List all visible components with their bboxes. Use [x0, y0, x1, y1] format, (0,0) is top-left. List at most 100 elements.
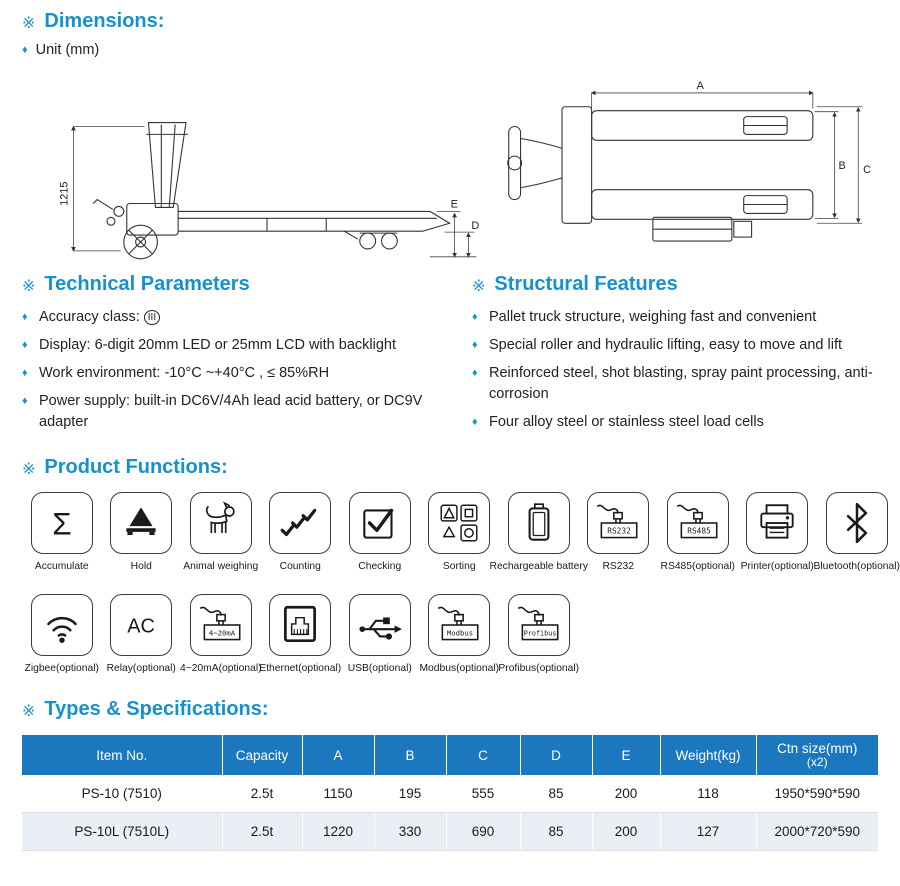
dim-d-label: D: [471, 220, 479, 232]
structural-feature-item: ♦ Special roller and hydraulic lifting, …: [472, 335, 892, 356]
column-header-ctn-size: Ctn size(mm) (x2): [756, 735, 878, 776]
checkbox-icon: [348, 492, 411, 555]
diamond-bullet-icon: ♦: [472, 311, 478, 323]
reference-mark-icon: ※: [22, 277, 36, 295]
technical-parameters-title: ※ Technical Parameters: [22, 273, 472, 296]
function-animal-weighing: Animal weighing: [181, 492, 261, 572]
structural-feature-text: Special roller and hydraulic lifting, ea…: [489, 337, 843, 354]
types-specifications-section: ※ Types & Specifications:: [0, 698, 900, 721]
spec-cell: PS-10L (7510L): [22, 812, 223, 852]
rs485-icon: RS485: [666, 492, 729, 555]
function-label: Checking: [358, 561, 402, 573]
dim-c-label: C: [863, 164, 871, 176]
spec-cell: 690: [446, 812, 521, 852]
hold-icon: [110, 492, 173, 555]
function-label: Counting: [279, 561, 321, 573]
function-label: Zigbee(optional): [24, 663, 99, 675]
table-row: PS-10 (7510) 2.5t 1150 195 555 85 200 11…: [22, 775, 878, 814]
dimensions-title-text: Dimensions:: [44, 10, 165, 32]
spec-cell: 200: [592, 812, 661, 852]
function-printer: Printer(optional): [738, 492, 818, 572]
function-label: RS232: [602, 561, 634, 573]
battery-icon: [507, 492, 570, 555]
column-header-item-no: Item No.: [22, 735, 223, 776]
function-label: Hold: [130, 561, 152, 573]
function-current-loop: 4~20mA 4~20mA(optional): [180, 594, 262, 674]
diamond-bullet-icon: ♦: [472, 367, 478, 380]
function-label: USB(optional): [347, 663, 412, 675]
ac-glyph: AC: [127, 615, 155, 637]
function-usb: USB(optional): [340, 594, 420, 674]
function-label: Accumulate: [34, 561, 89, 573]
diamond-bullet-icon: ♦: [22, 395, 28, 408]
reference-mark-icon: ※: [22, 14, 36, 32]
function-label: Animal weighing: [183, 561, 259, 573]
structural-feature-text: Pallet truck structure, weighing fast an…: [489, 309, 817, 325]
function-label: Rechargeable battery: [489, 561, 588, 573]
wifi-icon: [30, 594, 93, 657]
spec-cell: 2.5t: [222, 775, 303, 814]
structural-features-title: ※ Structural Features: [472, 273, 892, 296]
function-zigbee: Zigbee(optional): [22, 594, 102, 674]
pallet-truck-top-view-drawing: A B C: [507, 80, 871, 242]
function-relay: AC Relay(optional): [102, 594, 182, 674]
function-hold: Hold: [102, 492, 182, 572]
unit-note-text: Unit (mm): [35, 42, 100, 58]
sigma-icon: Σ: [30, 492, 93, 555]
ctn-size-line1: Ctn size(mm): [777, 741, 858, 757]
function-checking: Checking: [340, 492, 420, 572]
tech-param-text: Power supply: built-in DC6V/4Ah lead aci…: [39, 393, 423, 431]
rs232-box-label: RS232: [608, 526, 632, 535]
tech-param-text: Work environment: -10°C ~+40°C , ≤ 85%RH: [39, 365, 330, 382]
printer-icon: [746, 492, 809, 555]
function-label: Profibus(optional): [498, 663, 580, 675]
function-rs485: RS485 RS485(optional): [658, 492, 738, 572]
side-view-height-dim-label: 1215: [59, 182, 71, 206]
function-sorting: Sorting: [420, 492, 500, 572]
spec-cell: PS-10 (7510): [22, 775, 223, 814]
structural-feature-text: Reinforced steel, shot blasting, spray p…: [489, 365, 873, 403]
function-label: Relay(optional): [106, 663, 176, 675]
function-label: Sorting: [442, 561, 476, 573]
technical-parameters-section: ※ Technical Parameters ♦ Accuracy class:…: [22, 273, 472, 440]
structural-feature-text: Four alloy steel or stainless steel load…: [489, 414, 764, 431]
ethernet-icon: [269, 594, 332, 657]
two-column-specs: ※ Technical Parameters ♦ Accuracy class:…: [0, 273, 900, 440]
product-functions-title: ※ Product Functions:: [22, 456, 900, 479]
tech-param-item: ♦ Power supply: built-in DC6V/4Ah lead a…: [22, 391, 472, 433]
types-specifications-title: ※ Types & Specifications:: [22, 698, 900, 721]
unit-note: ♦ Unit (mm): [22, 42, 900, 58]
column-header-a: A: [302, 735, 375, 776]
dim-b-label: B: [839, 160, 846, 172]
rs232-icon: RS232: [587, 492, 650, 555]
reference-mark-icon: ※: [472, 277, 486, 295]
tech-param-text: Display: 6-digit 20mm LED or 25mm LCD wi…: [39, 337, 396, 354]
tech-param-item: ♦ Accuracy class: III: [22, 307, 472, 328]
diamond-bullet-icon: ♦: [22, 339, 28, 352]
specifications-table: Item No. Capacity A B C D E Weight(kg) C…: [22, 735, 878, 852]
diamond-bullet-icon: ♦: [472, 416, 478, 429]
pallet-truck-side-view-drawing: 1215 E D: [59, 121, 479, 260]
profibus-box-label: Profibus: [524, 629, 557, 637]
reference-mark-icon: ※: [22, 702, 36, 720]
structural-feature-item: ♦ Four alloy steel or stainless steel lo…: [472, 412, 892, 433]
table-row: PS-10L (7510L) 2.5t 1220 330 690 85 200 …: [22, 812, 878, 852]
ctn-size-line2: (x2): [806, 755, 828, 770]
column-header-e: E: [592, 735, 661, 776]
function-accumulate: Σ Accumulate: [22, 492, 102, 572]
function-label: Ethernet(optional): [259, 663, 342, 675]
structural-features-list: ♦ Pallet truck structure, weighing fast …: [472, 307, 892, 433]
function-label: Modbus(optional): [419, 663, 500, 675]
function-modbus: Modbus Modbus(optional): [419, 594, 500, 675]
spec-cell: 2.5t: [222, 812, 303, 852]
diamond-bullet-icon: ♦: [22, 367, 28, 380]
tech-param-item: ♦ Work environment: -10°C ~+40°C , ≤ 85%…: [22, 363, 472, 384]
spec-cell: 2000*720*590: [756, 812, 878, 852]
column-header-b: B: [374, 735, 447, 776]
column-header-weight: Weight(kg): [660, 735, 757, 776]
modbus-box-label: Modbus: [447, 628, 473, 637]
function-icons-row-1: Σ Accumulate Hold: [22, 492, 900, 572]
column-header-d: D: [520, 735, 593, 776]
dim-a-label: A: [697, 80, 705, 92]
structural-feature-item: ♦ Pallet truck structure, weighing fast …: [472, 307, 892, 328]
